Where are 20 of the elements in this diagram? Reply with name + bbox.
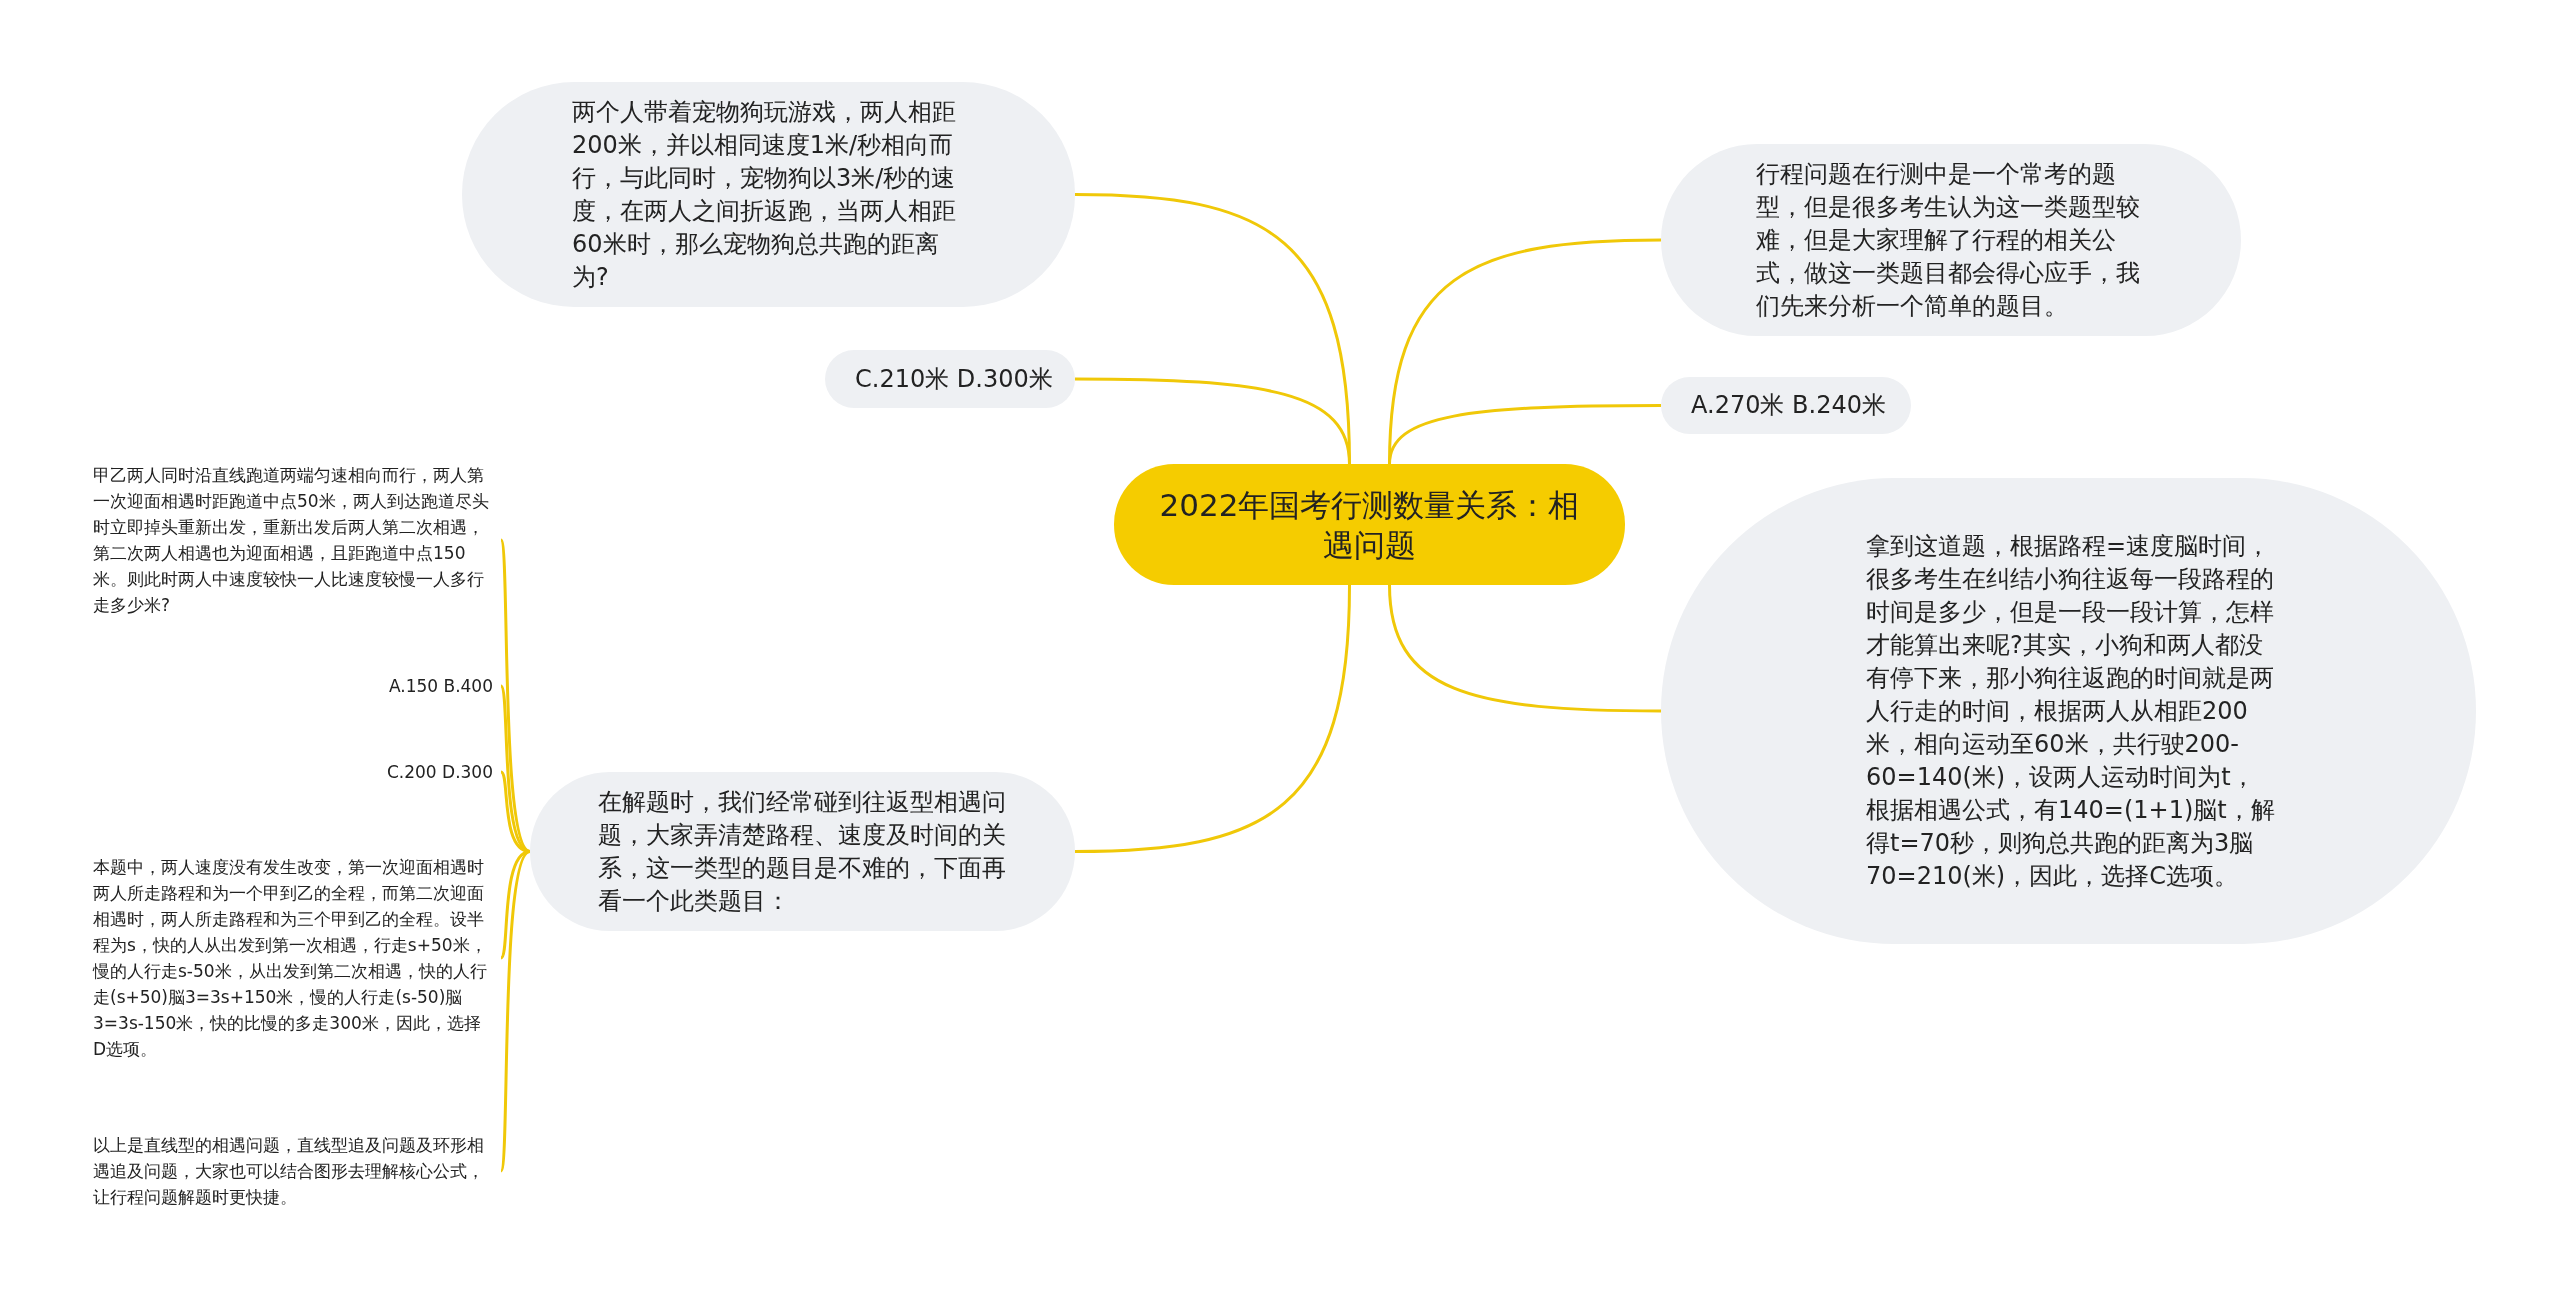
topic-text: 在解题时，我们经常碰到往返型相遇问题，大家弄清楚路程、速度及时间的关系，这一类型的题目是不难的，下面再看一个此类题目： <box>598 786 1007 917</box>
subtopic-text: C.200 D.300 <box>293 757 493 787</box>
branch-line <box>1075 377 1351 465</box>
topic-bubble <box>1661 377 1911 434</box>
topic-text: 两个人带着宠物狗玩游戏，两人相距200米，并以相同速度1米/秒相向而行，与此同时，宠物狗以3米/秒的速度，在两人之间折返跑，当两人相距60米时，那么宠物狗总共跑的距离为? <box>572 96 957 293</box>
branch-line <box>1074 584 1351 853</box>
central-topic: 2022年国考行测数量关系：相遇问题 <box>1114 464 1625 585</box>
topic-text: A.270米 B.240米 <box>1691 390 1887 421</box>
branch-line <box>499 685 531 853</box>
subtopic-text: 本题中，两人速度没有发生改变，第一次迎面相遇时两人所走路程和为一个甲到乙的全程，而第二次迎面相遇时，两人所走路程和为三个甲到乙的全程。设半程为s，快的人从出发到第一次相遇，行走s+50米，慢的人行走s-50米，从出发到第二次相遇，快的人行走(s+50)脳3=3s+150米，慢的人行走(s-50)脳3=3s-150米，快的比慢的多走300米，因此，选择D选项。 <box>93 842 493 1074</box>
branch-line <box>499 850 531 959</box>
subtopic-text: 甲乙两人同时沿直线跑道两端匀速相向而行，两人第一次迎面相遇时距跑道中点50米，两人到达跑道尽头时立即掉头重新出发，重新出发后两人第二次相遇，第二次两人相遇也为迎面相遇，且距跑道中点150米。则此时两人中速度较快一人比速度较慢一人多行走多少米? <box>93 460 493 620</box>
branch-line <box>499 850 532 1172</box>
subtopic-text: A.150 B.400 <box>293 671 493 701</box>
branch-line <box>1388 404 1661 465</box>
subtopic-text: 以上是直线型的相遇问题，直线型追及问题及环形相遇追及问题，大家也可以结合图形去理解核心公式，让行程问题解题时更快捷。 <box>93 1130 493 1212</box>
topic-text: C.210米 D.300米 <box>855 363 1054 395</box>
topic-text: 行程问题在行测中是一个常考的题型，但是很多考生认为这一类题型较难，但是大家理解了行程的相关公式，做这一类题目都会得心应手，我们先来分析一个简单的题目。 <box>1756 158 2141 322</box>
branch-line <box>1388 584 1661 713</box>
topic-text: 拿到这道题，根据路程=速度脳时间，很多考生在纠结小狗往返每一段路程的时间是多少，但是一段一段计算，怎样才能算出来呢?其实，小狗和两人都没有停下来，那小狗往返跑的时间就是两人行走的时间，根据两人从相距200米，相向运动至60米，共行驶200-60=140(米)，设两人运动时间为t，根据相遇公式，有140=(1+1)脳t，解得t=70秒，则狗总共跑的距离为3脳70=210(米)，因此，选择C选项。 <box>1866 530 2276 892</box>
